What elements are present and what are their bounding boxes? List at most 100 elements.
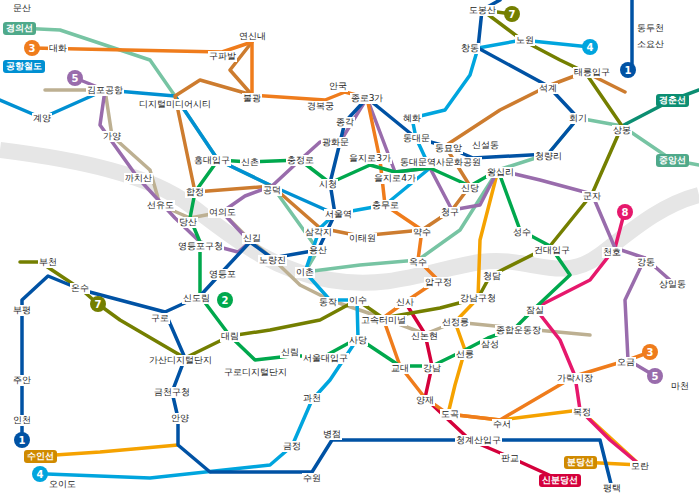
station-name: 강남구청: [459, 293, 497, 304]
station-name: 상봉: [612, 125, 632, 136]
station-name: 용산: [308, 245, 328, 256]
station-name: 신길: [242, 233, 262, 244]
station-name: 옥수: [408, 257, 428, 268]
station-name: 까치산: [124, 173, 153, 184]
line-name-tag: 중앙선: [656, 154, 689, 167]
station-name: 복정: [572, 407, 592, 418]
station-name: 동작: [318, 297, 338, 308]
station-name: 동두천: [636, 23, 665, 34]
line-number-badge: 3: [642, 344, 658, 360]
station-name: 교대: [390, 363, 410, 374]
station-name: 서울역: [324, 209, 353, 220]
line-4: [47, 40, 590, 478]
station-name: 삼성: [480, 339, 500, 350]
station-name: 금천구청: [153, 387, 191, 398]
station-name: 선정릉: [441, 317, 470, 328]
line-name: 경춘선: [659, 95, 686, 106]
line-name: 분당선: [567, 457, 594, 468]
line-name: 수인선: [27, 451, 54, 462]
station-name: 신논현: [410, 331, 439, 342]
line-2: [190, 160, 570, 366]
station-name: 수원: [302, 473, 322, 484]
line-name-tag: 경춘선: [656, 94, 689, 107]
line-number-badge: 8: [617, 204, 633, 220]
line-number-badge: 1: [14, 432, 30, 448]
station-name: 신당: [460, 183, 480, 194]
station-name: 모란: [630, 461, 650, 472]
line-name-tag: 공항철도: [3, 60, 45, 73]
gyeongchun-line: [622, 90, 699, 126]
line-5: [75, 78, 670, 280]
station-name: 구로디지털단지: [223, 367, 288, 378]
station-name: 종각: [335, 117, 355, 128]
station-name: 신도림: [182, 293, 211, 304]
station-name: 건대입구: [533, 245, 571, 256]
station-name: 종합운동장: [495, 325, 542, 336]
line-1: [165, 0, 578, 312]
line-6: [175, 42, 625, 236]
line-9: [45, 90, 590, 335]
station-name: 이태원: [348, 233, 377, 244]
line-name-tag: 신분당선: [539, 474, 581, 487]
station-name: 동대문역사문화공원: [399, 157, 482, 168]
station-name: 신림: [280, 347, 300, 358]
line-number-badge: 7: [90, 296, 106, 312]
station-name: 수서: [492, 419, 512, 430]
station-name: 구로: [150, 313, 170, 324]
line-number-badge: 4: [582, 39, 598, 55]
station-name: 영등포: [208, 269, 237, 280]
station-name: 안양: [170, 413, 190, 424]
station-name: 신설동: [471, 140, 500, 151]
station-name: 시청: [318, 179, 338, 190]
station-name: 동묘앞: [434, 143, 463, 154]
station-name: 신촌: [240, 157, 260, 168]
suin-line: [40, 445, 178, 456]
line-number-badge: 1: [620, 62, 636, 78]
station-name: 약수: [412, 227, 432, 238]
station-name: 선유도: [146, 200, 175, 211]
line-7: [20, 10, 622, 358]
station-name: 홍대입구: [193, 155, 231, 166]
line-number: 1: [625, 65, 632, 76]
station-name: 회기: [568, 113, 588, 124]
shinbundang-line: [405, 302, 560, 480]
station-name: 구파발: [208, 51, 237, 62]
station-name: 잠실: [525, 305, 545, 316]
line-1-south: [165, 312, 612, 488]
station-name: 합정: [185, 187, 205, 198]
line-name: 중앙선: [659, 155, 686, 166]
station-name: 병점: [322, 429, 342, 440]
line-1-west: [22, 276, 165, 440]
station-name: 가산디지털단지: [148, 355, 213, 366]
station-name: 금정: [282, 441, 302, 452]
line-number: 4: [37, 469, 44, 480]
station-name: 천호: [602, 247, 622, 258]
line-number: 2: [222, 295, 229, 306]
station-name: 군자: [582, 191, 602, 202]
station-name: 이수: [348, 295, 368, 306]
station-name: 노원: [515, 35, 535, 46]
line-number: 8: [622, 207, 629, 218]
station-name: 이촌: [295, 267, 315, 278]
line-number: 3: [647, 347, 654, 358]
line-number: 3: [29, 43, 36, 54]
station-name: 당산: [178, 217, 198, 228]
bundang-line: [448, 170, 640, 465]
station-name: 연신내: [238, 31, 267, 42]
station-name: 김포공항: [86, 85, 124, 96]
station-name: 평택: [602, 483, 622, 494]
station-name: 오금: [616, 357, 636, 368]
station-name: 양재: [415, 395, 435, 406]
station-name: 공덕: [262, 185, 282, 196]
line-number-badge: 5: [647, 368, 663, 384]
station-name: 압구정: [424, 277, 453, 288]
line-number: 7: [509, 9, 516, 20]
station-name: 청구: [440, 207, 460, 218]
line-number-badge: 3: [24, 40, 40, 56]
line-number: 4: [587, 42, 594, 53]
station-name: 청담: [482, 271, 502, 282]
station-name: 도봉산: [468, 5, 497, 16]
station-name: 여의도: [208, 207, 237, 218]
line-number: 5: [72, 73, 79, 84]
station-name: 동대문: [402, 133, 431, 144]
